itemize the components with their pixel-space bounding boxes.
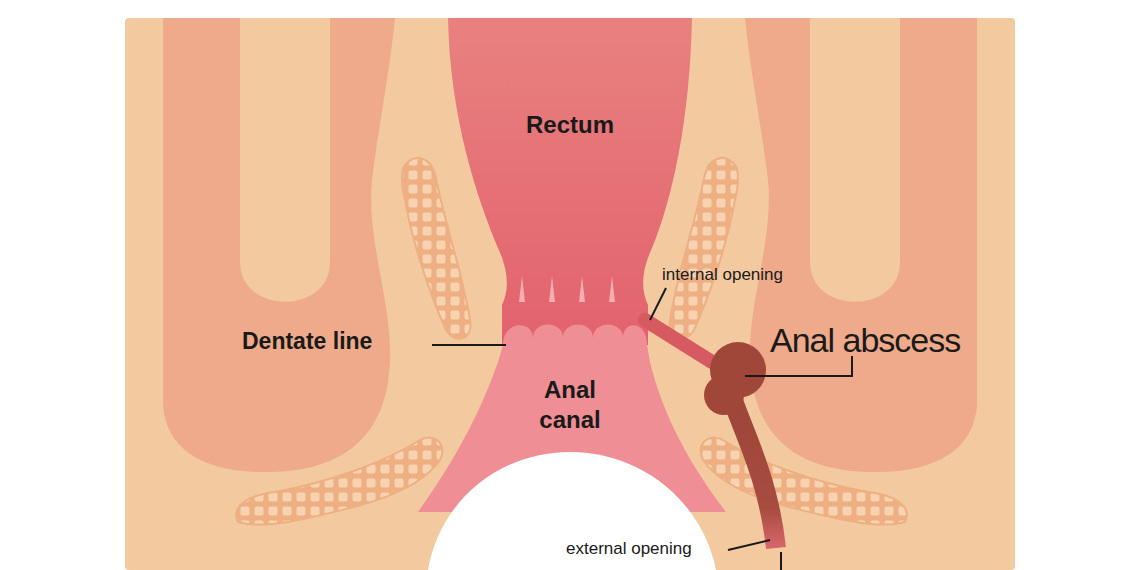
- anal-column: [549, 276, 555, 302]
- leader-line: [728, 540, 770, 550]
- rectum-shape: [448, 18, 692, 345]
- anal-column: [579, 276, 585, 302]
- part-label: Rectum: [470, 110, 670, 139]
- sphincter-muscle: [669, 158, 738, 339]
- sphincter-muscle: [701, 438, 907, 525]
- part-label: Anal abscess: [770, 320, 1010, 361]
- fistula-lower: [730, 392, 776, 548]
- leader-line: [780, 552, 782, 570]
- left-gluteal-muscle: [163, 18, 395, 472]
- part-label: Dentate line: [242, 327, 432, 355]
- part-label: Anal canal: [515, 375, 625, 435]
- part-label: external opening: [566, 539, 736, 559]
- right-gluteal-muscle: [745, 18, 977, 472]
- fistula-tract: [645, 320, 776, 548]
- abscess-cavity: [704, 375, 744, 415]
- leader-line: [650, 288, 666, 320]
- anal-column: [609, 276, 615, 302]
- part-label: internal opening: [662, 265, 842, 285]
- skin-background: [125, 18, 1015, 570]
- anal-column: [519, 276, 525, 302]
- fat-region: [810, 18, 900, 302]
- leader-line: [432, 344, 506, 346]
- muscle-shape: [163, 18, 395, 472]
- fat-region: [240, 18, 330, 302]
- muscle-shape: [745, 18, 977, 472]
- anal-columns: [519, 276, 615, 302]
- fistula-upper: [645, 320, 712, 362]
- sphincter-muscle: [402, 158, 471, 339]
- sphincter-muscle: [236, 438, 442, 525]
